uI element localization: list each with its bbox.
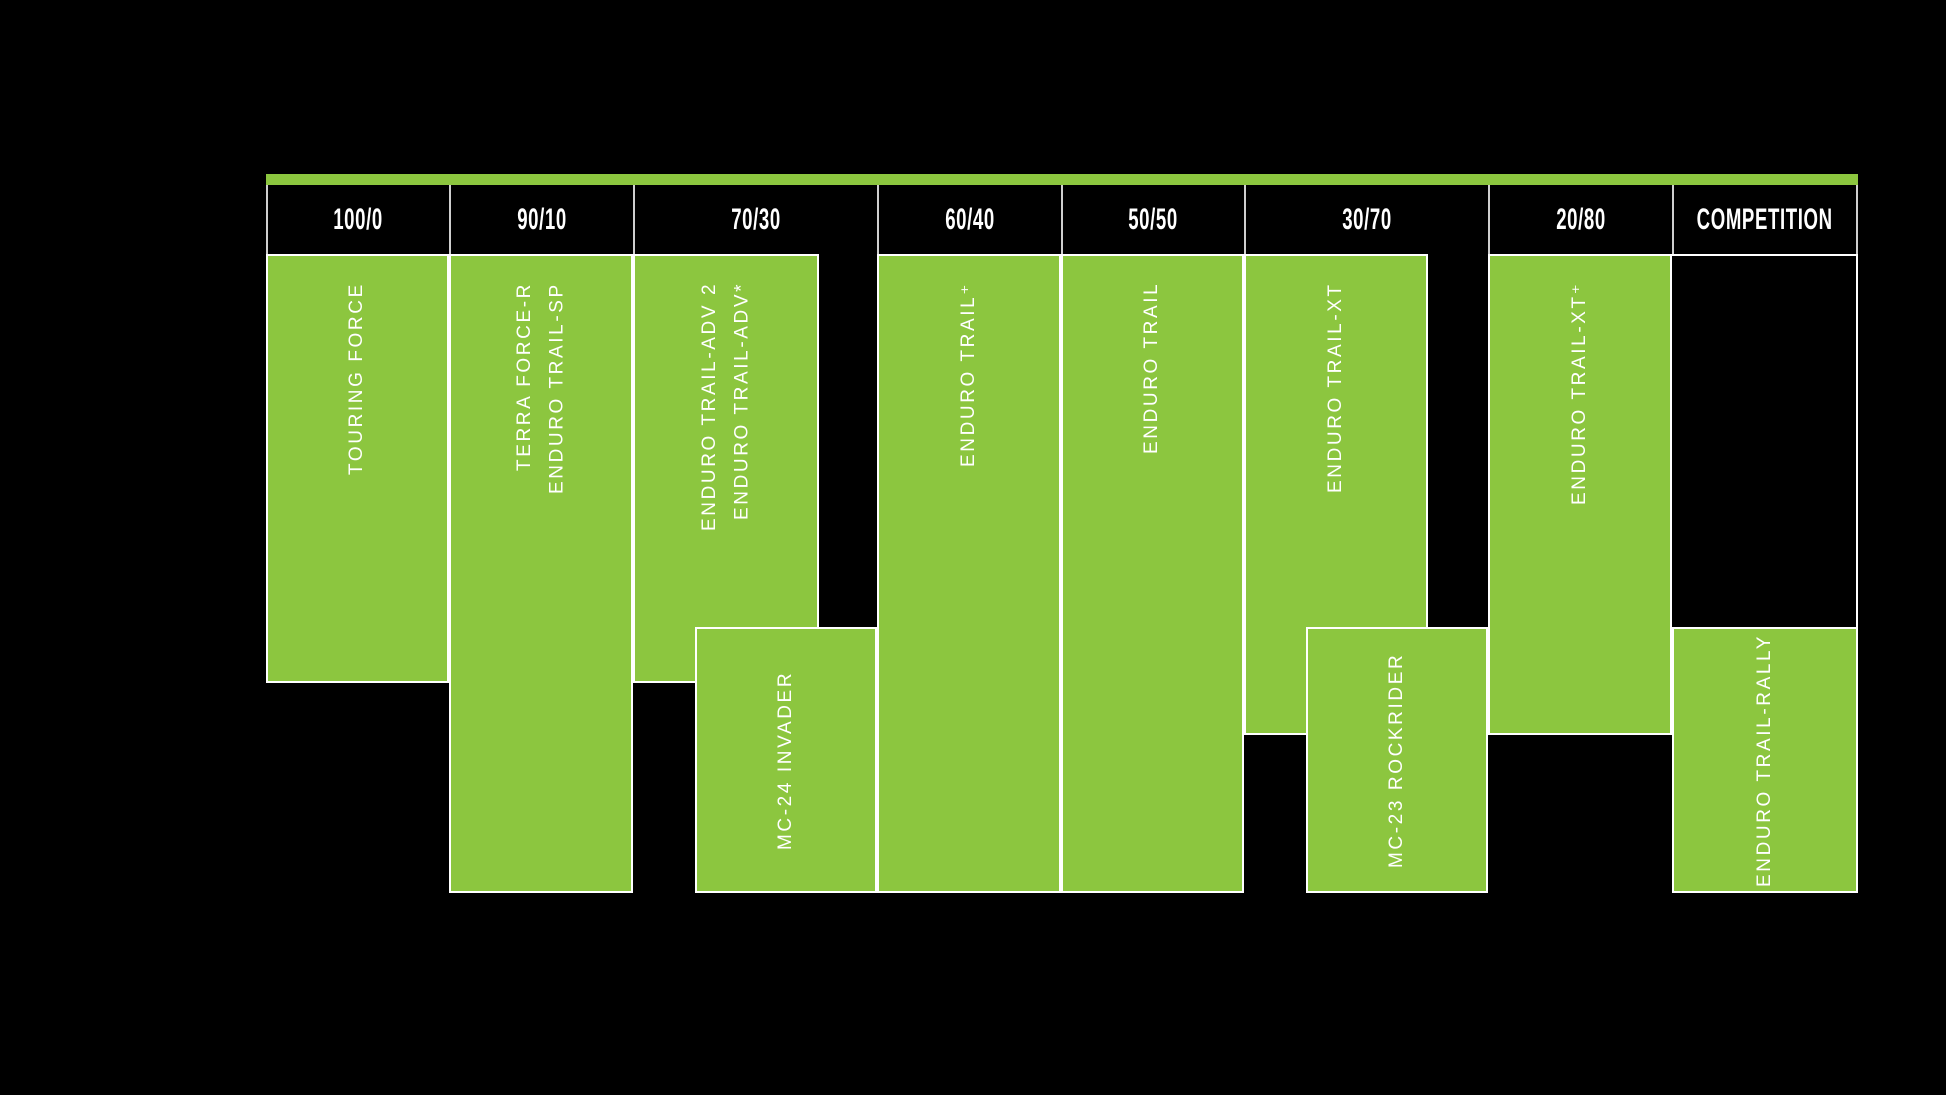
block-touring-force: TOURING FORCE (266, 254, 449, 683)
block-enduro-trail-rally: ENDURO TRAIL-RALLY (1672, 627, 1858, 893)
block-label: ENDURO TRAIL-RALLY (1753, 633, 1775, 887)
column-header-competition: COMPETITION (1672, 185, 1858, 254)
column-header-90-10: 90/10 (449, 185, 633, 254)
column-header-label: 90/10 (517, 202, 567, 236)
column-header-70-30: 70/30 (633, 185, 877, 254)
column-header-label: 20/80 (1556, 202, 1606, 236)
column-header-label: COMPETITION (1697, 202, 1833, 236)
block-terra-force-r-enduro-trail-sp: TERRA FORCE-R ENDURO TRAIL-SP (449, 254, 633, 893)
column-header-60-40: 60/40 (877, 185, 1061, 254)
block-label: MC-24 INVADER (774, 670, 796, 850)
column-header-100-0: 100/0 (266, 185, 449, 254)
column-header-30-70: 30/70 (1244, 185, 1488, 254)
block-label: ENDURO TRAIL-XT⁺ (1568, 282, 1590, 506)
block-enduro-trail: ENDURO TRAIL (1061, 254, 1244, 893)
column-header-label: 100/0 (333, 202, 384, 236)
column-header-50-50: 50/50 (1061, 185, 1244, 254)
competition-cell-outline (1672, 254, 1858, 629)
accent-top-bar (266, 174, 1858, 185)
block-mc-23-rockrider: MC-23 ROCKRIDER (1306, 627, 1488, 893)
column-header-label: 50/50 (1128, 202, 1179, 236)
block-label: TOURING FORCE (346, 282, 368, 475)
block-enduro-trail-adv: ENDURO TRAIL-ADV 2 ENDURO TRAIL-ADV* (633, 254, 819, 683)
block-enduro-trail-plus: ENDURO TRAIL⁺ (877, 254, 1061, 893)
block-label: ENDURO TRAIL⁺ (957, 282, 979, 467)
column-header-label: 30/70 (1342, 202, 1392, 236)
column-header-label: 70/30 (731, 202, 781, 236)
block-label: ENDURO TRAIL-ADV 2 ENDURO TRAIL-ADV* (698, 282, 752, 532)
block-enduro-trail-xt-plus: ENDURO TRAIL-XT⁺ (1488, 254, 1672, 735)
block-label: ENDURO TRAIL (1141, 282, 1163, 455)
block-mc-24-invader: MC-24 INVADER (695, 627, 877, 893)
block-label: TERRA FORCE-R ENDURO TRAIL-SP (513, 282, 567, 494)
column-header-label: 60/40 (945, 202, 995, 236)
block-label: MC-23 ROCKRIDER (1385, 652, 1407, 868)
column-header-20-80: 20/80 (1488, 185, 1672, 254)
